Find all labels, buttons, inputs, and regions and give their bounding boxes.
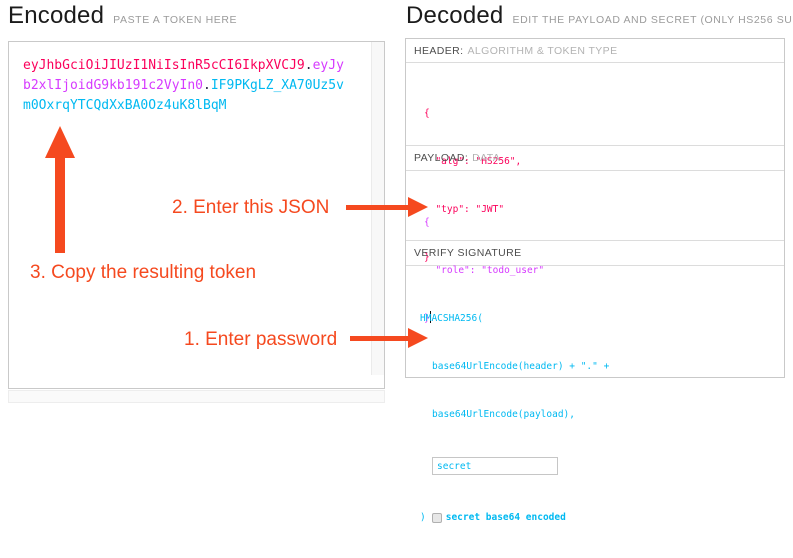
hmac-code-line: HMACSHA256( [420,313,483,324]
decoded-subtitle: EDIT THE PAYLOAD AND SECRET (ONLY HS256 … [512,14,793,26]
jwt-token-dot: . [304,58,313,73]
encoded-title-row: Encoded PASTE A TOKEN HERE [8,2,237,30]
payload-section-label-strong: PAYLOAD: [414,152,469,164]
base64-encoded-checkbox-label[interactable]: secret base64 encoded [445,512,566,523]
header-json-line: } [424,252,430,263]
header-section-label-light: ALGORITHM & TOKEN TYPE [467,44,618,57]
annotation-step1-label: 1. Enter password [184,329,338,350]
right-arrow-shaft [346,205,408,210]
horizontal-scrollbar[interactable] [8,390,385,403]
right-arrow-icon [408,197,428,217]
up-arrow-icon [45,126,75,158]
verify-signature-label-strong: VERIFY SIGNATURE [414,247,522,259]
annotation-step2-label: 2. Enter this JSON [172,197,330,218]
close-paren: ) [420,512,426,523]
decoded-panel: HEADER: ALGORITHM & TOKEN TYPE { "alg": … [405,38,785,523]
header-json-line: "typ": "JWT" [424,204,505,215]
jwt-token-dot: . [203,78,211,93]
header-section-label-strong: HEADER: [414,44,464,57]
right-arrow-icon [408,328,428,348]
header-json-line: { [424,108,430,119]
up-arrow-shaft [55,156,65,253]
header-section-label: HEADER: ALGORITHM & TOKEN TYPE [406,39,784,63]
text-cursor [429,311,431,323]
payload-section-label-light: DATA [472,152,501,164]
right-arrow-shaft [350,336,408,341]
base64-encoded-row: ) secret base64 encoded [420,510,784,526]
encoded-title: Encoded [8,2,105,29]
jwt-token-payload-part: eyJyb2xlIjoidG9kb191c2VyIn0 [23,58,344,93]
annotation-step3-label: 3. Copy the resulting token [30,262,257,283]
payload-json-line: { [424,217,430,228]
base64-encoded-checkbox[interactable] [431,513,442,523]
jwt-token-signature-part: IF9PKgLZ_XA70Uz5vm0OxrqYTCQdXxBA0Oz4uK8l… [23,78,344,113]
jwt-token-text[interactable]: eyJhbGciOiJIUzI1NiIsInR5cCI6IkpXVCJ9.eyJ… [23,56,347,116]
header-json-line: "alg": "HS256", [424,156,522,167]
payload-section-label: PAYLOAD: DATA [406,146,784,171]
payload-json-line: "role": "todo_user" [424,265,545,276]
jwt-token-header-part: eyJhbGciOiJIUzI1NiIsInR5cCI6IkpXVCJ9 [23,58,305,73]
verify-signature-block: HMACSHA256( base64UrlEncode(header) + ".… [406,266,784,523]
encoded-subtitle: PASTE A TOKEN HERE [113,14,238,26]
secret-input[interactable] [432,457,558,475]
payload-json-line: } [424,311,431,324]
header-json-editor[interactable]: { "alg": "HS256", "typ": "JWT" } [406,63,784,263]
hmac-code-line: base64UrlEncode(payload), [432,409,575,420]
hmac-code-line: base64UrlEncode(header) + "." + [432,361,610,372]
decoded-title: Decoded [406,2,504,29]
verify-signature-section-label: VERIFY SIGNATURE [406,241,784,266]
decoded-title-row: Decoded EDIT THE PAYLOAD AND SECRET (ONLY… [406,2,793,30]
payload-json-editor[interactable]: { "role": "todo_user" } [406,171,784,324]
